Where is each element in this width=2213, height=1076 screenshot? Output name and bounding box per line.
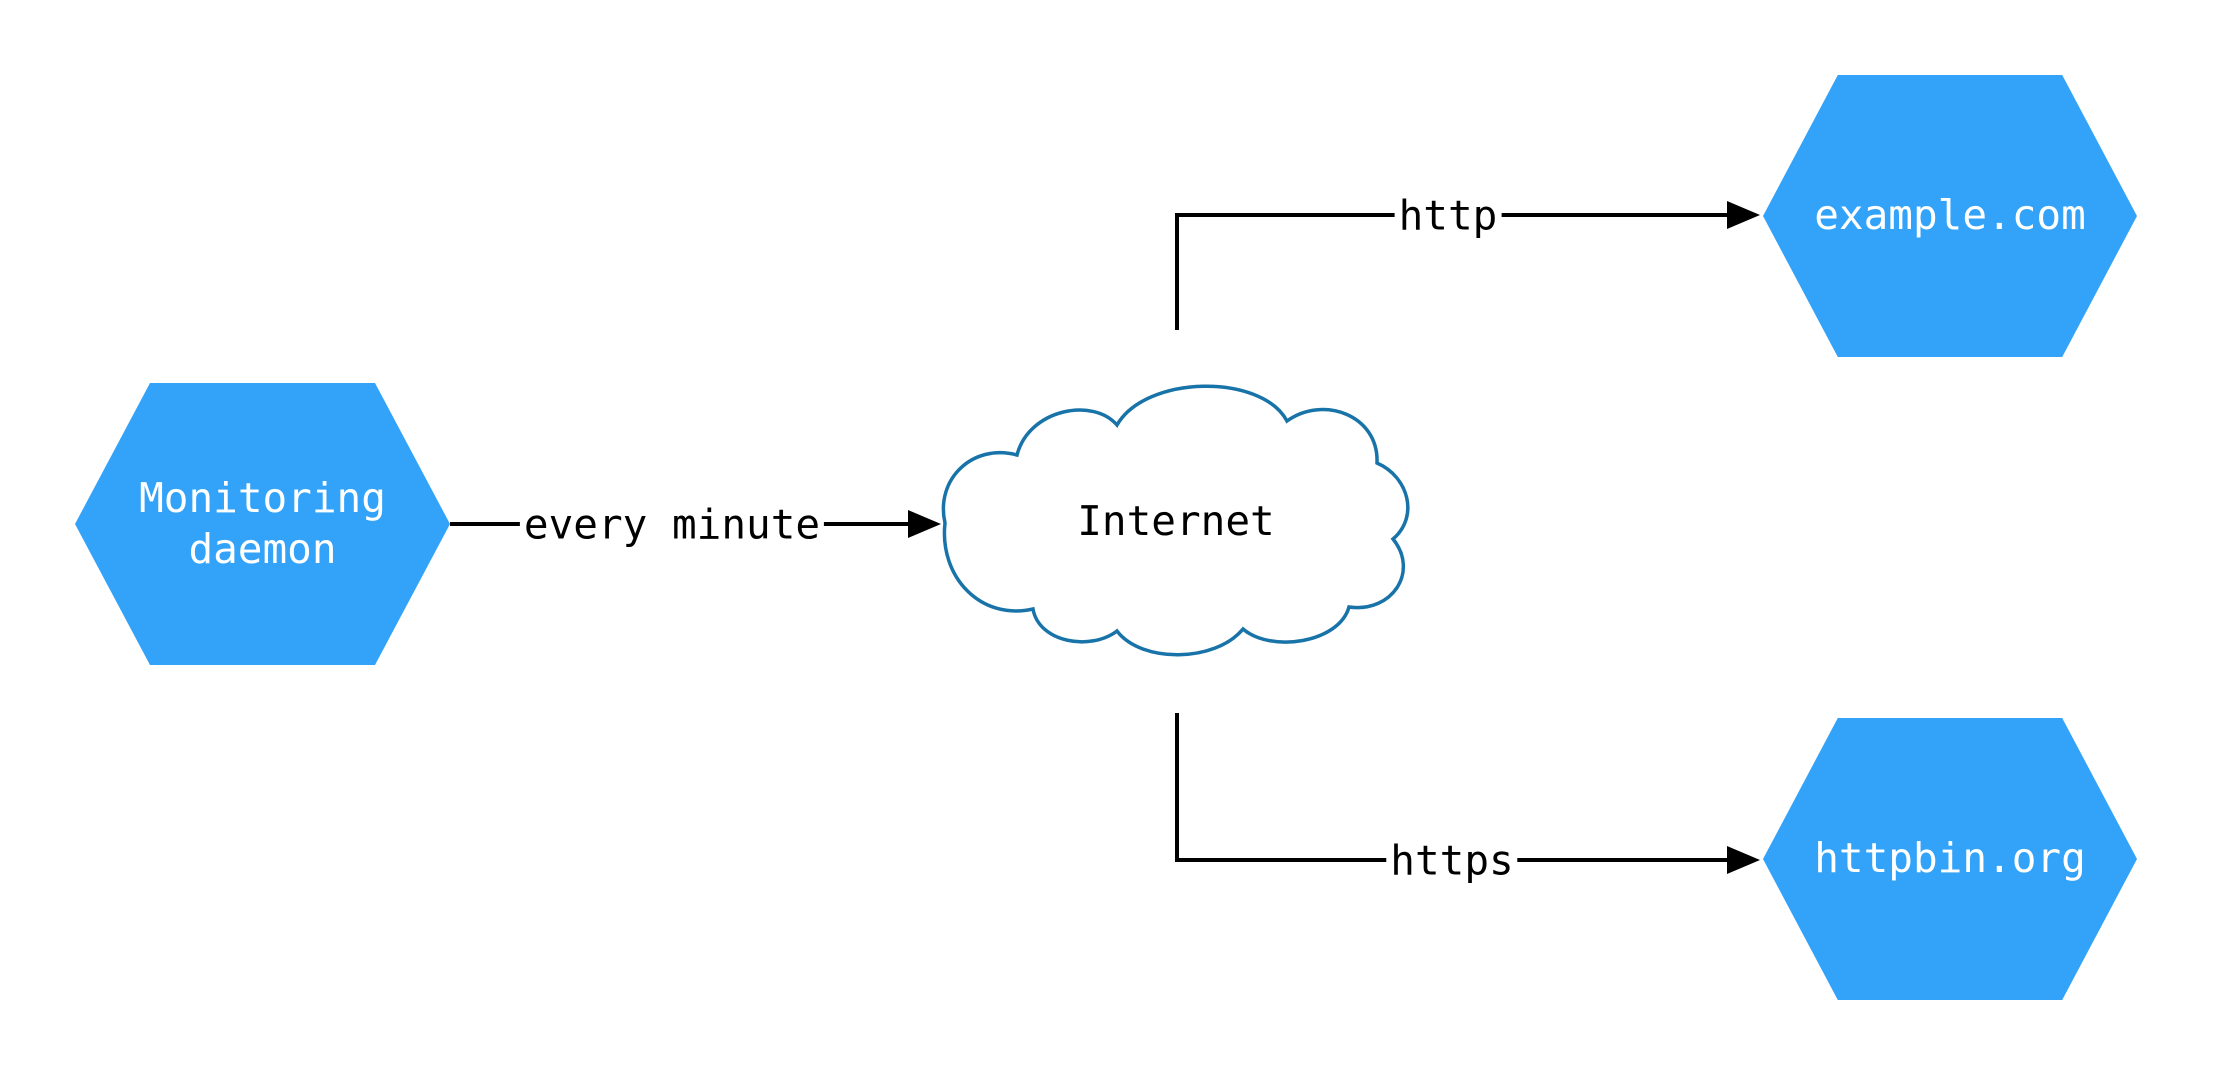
node-monitoring-daemon-label: Monitoring daemon <box>139 473 386 573</box>
node-example-com: example.com <box>1763 75 2137 357</box>
node-monitoring-daemon: Monitoring daemon <box>75 383 450 665</box>
edge-https-line <box>1175 713 1730 862</box>
node-httpbin-org: httpbin.org <box>1763 718 2137 1000</box>
node-httpbin-org-label: httpbin.org <box>1814 834 2086 883</box>
cloud-shape <box>941 384 1410 657</box>
node-internet: Internet <box>941 381 1411 661</box>
edge-https-arrowhead-icon <box>1727 846 1760 874</box>
node-internet-label: Internet <box>1077 497 1275 545</box>
edge-label-http: http <box>1394 193 1502 239</box>
edge-label-https: https <box>1386 838 1518 884</box>
edge-http-arrowhead-icon <box>1727 201 1760 229</box>
cloud-icon <box>941 384 1410 657</box>
node-example-com-label: example.com <box>1814 191 2086 240</box>
edge-http-line <box>1175 213 1730 330</box>
edge-every-minute-arrowhead-icon <box>908 510 941 538</box>
edge-label-every-minute: every minute <box>519 502 825 548</box>
